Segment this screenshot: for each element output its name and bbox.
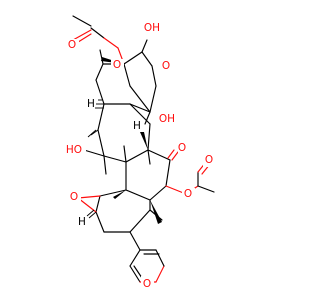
atom-label-hydrogen-epoxide: H [78,216,86,228]
atom-label-hydroxyl-mid: OH [159,113,175,125]
methyl-groups [99,49,151,175]
atom-label-ring-ether: O [162,60,170,72]
atom-label-acetate-carbonyl-right: O [205,154,213,166]
atom-label-hydrogen-top-left: H [87,98,95,110]
atom-label-ketone: O [178,142,186,154]
bond-skeleton [72,15,215,283]
atom-label-acetate-carbonyl-top: O [68,39,76,51]
atom-label-furan: O [143,278,151,290]
molecule-structure-diagram: O O OH O OH HO O O O O O H H H [62,15,216,290]
atom-label-hydroxyl-left: HO [66,144,82,156]
atom-label-hydroxyl-top: OH [144,22,160,34]
atom-labels: O O OH O OH HO O O O O O H H H [62,22,216,290]
atom-label-hydrogen-mid: H [133,120,141,132]
atom-label-acetate-oxygen-top: O [113,59,121,71]
atom-label-acetate-oxygen-right: O [184,188,192,200]
atom-label-epoxide: O [70,191,78,203]
